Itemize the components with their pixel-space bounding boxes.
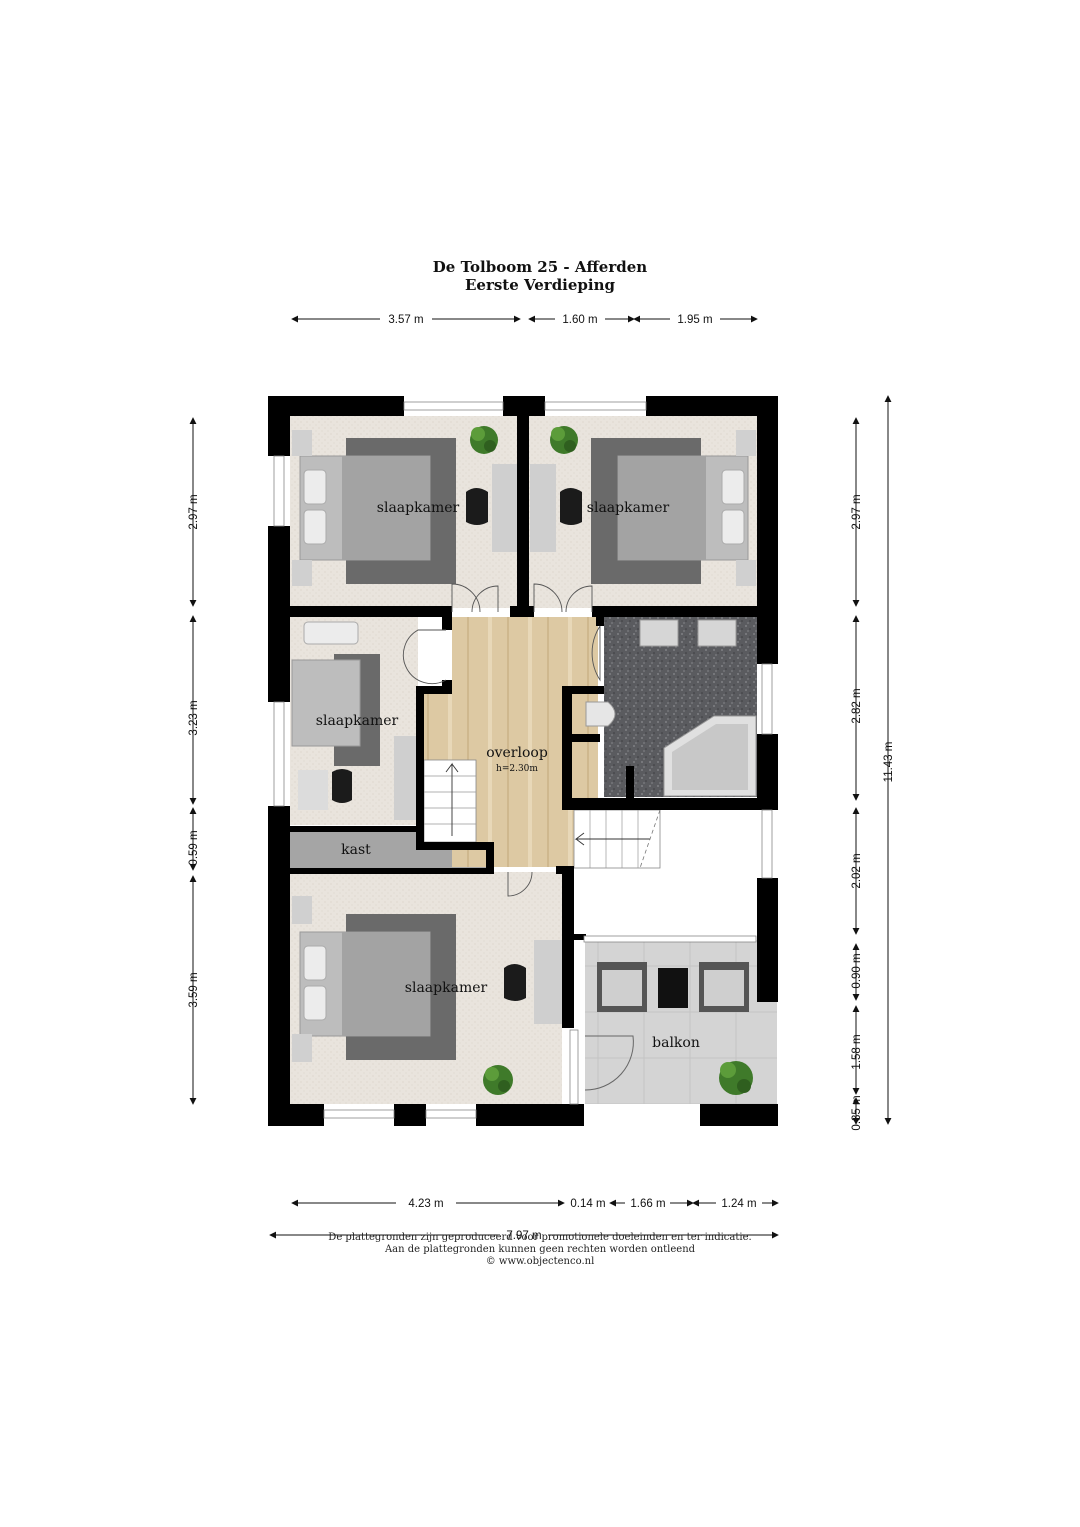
room-label-bedroom-middle: slaapkamer [316,713,399,729]
dim-bottom-4: 1.24 m [721,1198,756,1210]
door-swings [402,583,601,897]
room-label-bedroom-bottom: slaapkamer [405,980,488,996]
sink-icon [697,619,737,647]
pillow-icon [303,985,327,1021]
nightstand-icon [736,430,756,456]
dim-left-3: 0.59 m [188,830,200,865]
plan-title: De Tolboom 25 - Afferden [432,258,648,276]
armchair-icon [602,970,642,1006]
dimension-bottom: 4.23 m 0.14 m 1.66 m 1.24 m 7.97 m [269,1198,779,1242]
pillow-icon [303,621,359,645]
table-icon [658,968,688,1008]
dim-left-2: 3.23 m [188,700,200,735]
dim-left-4: 3.59 m [188,972,200,1007]
disclaimer-line-1: De plattegronden zijn geproduceerd voor … [328,1232,752,1243]
desk-icon [530,464,556,552]
pillow-icon [303,509,327,545]
wardrobe-icon [394,736,416,820]
staircase-left [423,759,477,843]
dim-top-2: 1.60 m [562,314,597,326]
nightstand-icon [292,896,312,924]
staircase-right [573,809,661,869]
dimension-left: 2.97 m 3.23 m 0.59 m 3.59 m [188,417,200,1105]
dim-right-6: 0.35 m [851,1095,863,1130]
room-label-landing: overloop [486,745,548,761]
dim-total-height: 11.43 m [883,742,895,783]
dim-bottom-3: 1.66 m [630,1198,665,1210]
pillow-icon [721,469,745,505]
pillow-icon [303,469,327,505]
chair-icon [560,488,582,525]
windows [273,401,773,1119]
furniture-bedroom-bottom [292,896,562,1095]
plant-icon [719,1061,753,1095]
furniture-bedroom-middle [291,621,416,820]
nightstand-icon [292,430,312,456]
plan-subtitle: Eerste Verdieping [464,276,616,294]
dim-top-3: 1.95 m [677,314,712,326]
furniture-bedroom-top-left [292,426,518,586]
dim-total-width: 7.97 m [506,1230,541,1242]
dim-top-1: 3.57 m [388,314,423,326]
dim-bottom-1: 4.23 m [408,1198,443,1210]
chair-icon [332,769,352,803]
room-label-balcony: balkon [652,1035,700,1051]
dimension-top: 3.57 m 1.60 m 1.95 m [291,314,758,326]
chair-icon [504,964,526,1001]
nightstand-icon [292,560,312,586]
disclaimer-line-2: Aan de plattegronden kunnen geen rechten… [384,1244,696,1255]
dim-bottom-2: 0.14 m [570,1198,605,1210]
furniture-bedroom-top-right [530,426,756,586]
copyright: © www.objectenco.nl [485,1256,595,1267]
desk-icon [492,464,518,552]
bathroom-fixtures [585,619,757,797]
room-label-bedroom-top-left: slaapkamer [377,500,460,516]
armchair-icon [704,970,744,1006]
balcony-furniture [584,962,753,1095]
dim-right-1: 2.97 m [851,494,863,529]
toilet-icon [585,701,616,727]
dim-right-4: 0.90 m [851,953,863,988]
dim-right-3: 2.02 m [851,853,863,888]
sink-icon [639,619,679,647]
landing-height: h=2.30m [496,764,538,774]
room-label-bedroom-top-right: slaapkamer [587,500,670,516]
dim-right-2: 2.82 m [851,688,863,723]
nightstand-icon [736,560,756,586]
room-label-closet: kast [341,842,371,858]
dimension-right: 2.97 m 2.82 m 2.02 m 0.90 m 1.58 m 0.35 … [851,395,895,1131]
nightstand-icon [292,1034,312,1062]
chair-icon [466,488,488,525]
dim-right-5: 1.58 m [851,1034,863,1069]
dim-left-1: 2.97 m [188,494,200,529]
pillow-icon [303,945,327,981]
desk-icon [298,770,328,810]
pillow-icon [721,509,745,545]
walls [268,396,778,1126]
door-swing-icon [584,1035,634,1091]
plant-icon [550,426,578,454]
plant-icon [483,1065,513,1095]
plant-icon [470,426,498,454]
desk-icon [534,940,562,1024]
